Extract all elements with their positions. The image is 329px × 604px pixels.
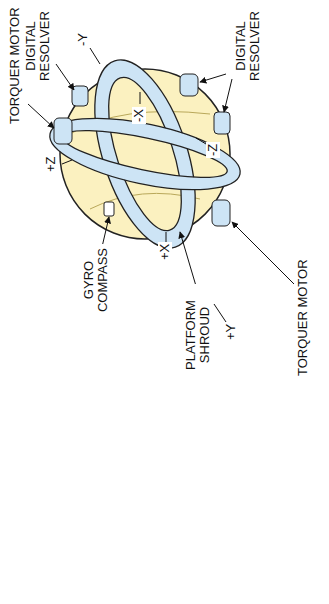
gimbal-ring bbox=[75, 48, 215, 260]
part-label: TORQUER MOTOR bbox=[296, 244, 310, 378]
part-label: GYRO COMPASS bbox=[82, 244, 111, 316]
axis-label: -Z bbox=[206, 142, 220, 158]
axis-label: +X bbox=[158, 242, 172, 262]
gyro-compass bbox=[104, 202, 114, 216]
leader-lines bbox=[28, 48, 294, 322]
axis-label: +Y bbox=[224, 322, 238, 342]
digital-resolver bbox=[214, 112, 230, 134]
part-label: PLATFORM SHROUD bbox=[184, 284, 213, 386]
axis-label: +Z bbox=[44, 154, 58, 174]
axis-label: -X bbox=[132, 107, 146, 124]
torquer-motor bbox=[54, 118, 72, 144]
torquer-motor bbox=[212, 200, 230, 226]
axis-label: -Y bbox=[76, 31, 90, 48]
digital-resolver bbox=[72, 86, 88, 106]
part-label: DIGITAL RESOLVER bbox=[24, 4, 53, 88]
digital-resolver bbox=[180, 74, 198, 96]
gimbal-meridian bbox=[44, 104, 246, 203]
part-label: TORQUER MOTOR bbox=[8, 5, 22, 126]
part-label: DIGITAL RESOLVER bbox=[234, 4, 263, 88]
